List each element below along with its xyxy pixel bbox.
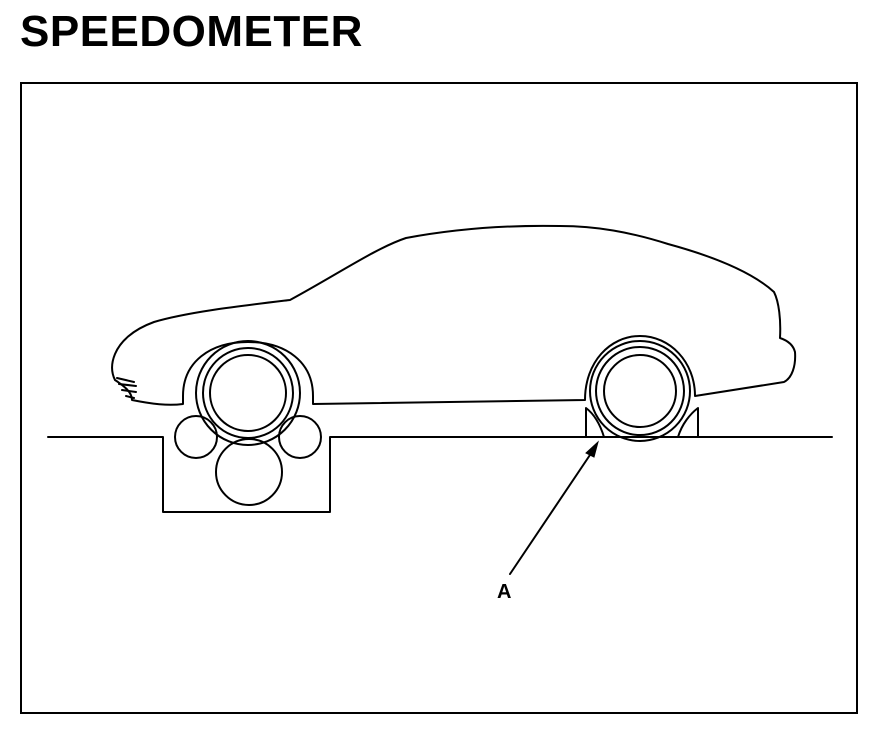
wheel-chock-rear (677, 407, 699, 438)
figure-frame (20, 82, 858, 714)
front-tire-outer (195, 340, 301, 446)
floor-with-pit (47, 436, 833, 513)
front-bumper-lines (116, 377, 137, 399)
page-title: SPEEDOMETER (20, 7, 363, 56)
dyno-roller-right (278, 415, 322, 459)
wheel-chock-front (585, 407, 605, 438)
callout-a-label: A (497, 581, 511, 603)
rear-tire-mid (595, 346, 685, 436)
front-tire-inner (209, 354, 287, 432)
rear-tire-inner (603, 354, 677, 428)
car-body-outline (111, 224, 797, 406)
callout-a-arrowhead (585, 440, 599, 458)
dyno-roller-main (215, 438, 283, 506)
front-tire-mid (202, 347, 294, 439)
rear-tire-outer (589, 340, 691, 442)
dyno-roller-left (174, 415, 218, 459)
callout-a-leader (509, 445, 597, 575)
